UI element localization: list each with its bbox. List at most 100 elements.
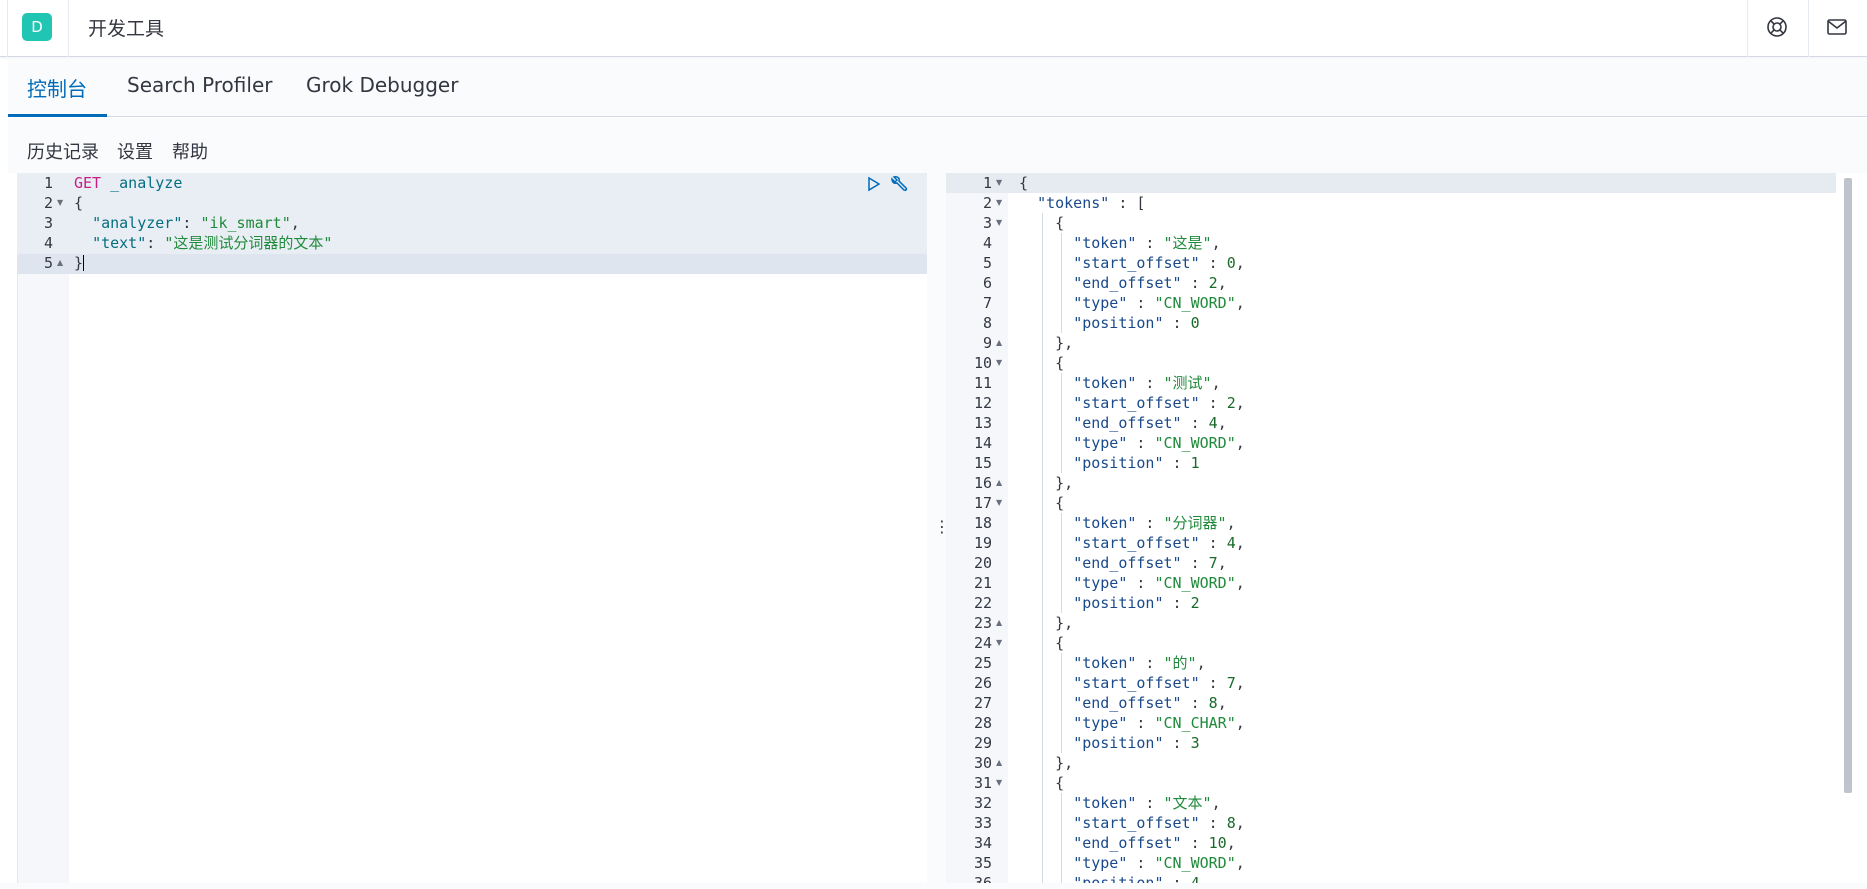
line-number: 1 — [982, 174, 992, 192]
text-cursor — [83, 255, 85, 271]
response-line[interactable]: "start_offset" : 7, — [1019, 673, 1245, 693]
json-punct: , — [1211, 374, 1221, 392]
play-icon[interactable] — [866, 176, 882, 192]
response-line[interactable]: "start_offset" : 0, — [1019, 253, 1245, 273]
response-line[interactable]: "type" : "CN_WORD", — [1019, 293, 1245, 313]
line-number: 28 — [973, 714, 992, 732]
json-punct: , — [1235, 534, 1245, 552]
response-line[interactable]: }, — [1019, 333, 1073, 353]
response-line[interactable]: "end_offset" : 2, — [1019, 273, 1227, 293]
line-number: 8 — [982, 314, 992, 332]
response-line[interactable]: "start_offset" : 2, — [1019, 393, 1245, 413]
fold-toggle-icon[interactable]: ▼ — [996, 498, 1003, 507]
response-line[interactable]: "end_offset" : 10, — [1019, 833, 1236, 853]
json-string: "分词器" — [1163, 514, 1227, 532]
header-divider — [68, 0, 69, 57]
header-divider — [1747, 0, 1748, 57]
line-number: 4 — [43, 234, 53, 252]
line-number: 30 — [973, 754, 992, 772]
active-tab-indicator — [8, 114, 107, 117]
history-link[interactable]: 历史记录 — [27, 142, 99, 163]
help-lifebuoy-icon[interactable] — [1765, 15, 1789, 39]
indent-guide — [1061, 513, 1062, 613]
response-line[interactable]: "position" : 3 — [1019, 733, 1199, 753]
fold-toggle-icon[interactable]: ▼ — [996, 778, 1003, 787]
unfold-toggle-icon[interactable]: ▲ — [996, 758, 1003, 767]
response-line[interactable]: "type" : "CN_WORD", — [1019, 853, 1245, 873]
response-line[interactable]: "position" : 1 — [1019, 453, 1199, 473]
response-line[interactable]: "type" : "CN_WORD", — [1019, 433, 1245, 453]
response-line[interactable]: "token" : "这是", — [1019, 233, 1220, 253]
response-line[interactable]: "token" : "的", — [1019, 653, 1205, 673]
request-line-3[interactable]: "analyzer": "ik_smart", — [92, 214, 300, 232]
response-line[interactable]: "token" : "测试", — [1019, 373, 1221, 393]
fold-toggle-icon[interactable]: ▼ — [996, 198, 1003, 207]
fold-toggle-icon[interactable]: ▼ — [996, 178, 1003, 187]
fold-toggle-icon[interactable]: ▼ — [57, 198, 64, 207]
response-line[interactable]: { — [1019, 773, 1064, 793]
response-line[interactable]: "token" : "分词器", — [1019, 513, 1235, 533]
json-punct: , — [1235, 254, 1245, 272]
request-line-4[interactable]: "text": "这是测试分词器的文本" — [92, 234, 333, 252]
json-punct — [1019, 594, 1073, 612]
line-number: 22 — [973, 594, 992, 612]
bottom-bar — [0, 883, 1867, 889]
tab-search-profiler[interactable]: Search Profiler — [127, 73, 273, 97]
settings-link[interactable]: 设置 — [117, 142, 153, 163]
response-line[interactable]: "end_offset" : 8, — [1019, 693, 1227, 713]
json-punct: : — [1199, 674, 1227, 692]
json-punct: { — [1055, 774, 1065, 792]
response-line[interactable]: "position" : 0 — [1019, 313, 1199, 333]
response-line[interactable]: { — [1019, 633, 1064, 653]
line-number: 21 — [973, 574, 992, 592]
response-viewer[interactable] — [1008, 173, 1843, 883]
json-punct — [1019, 674, 1073, 692]
response-line[interactable]: "position" : 2 — [1019, 593, 1199, 613]
unfold-toggle-icon[interactable]: ▲ — [996, 618, 1003, 627]
fold-toggle-icon[interactable]: ▼ — [996, 358, 1003, 367]
help-link[interactable]: 帮助 — [172, 142, 208, 163]
nav-collapse-strip[interactable] — [0, 0, 8, 57]
response-line[interactable]: { — [1019, 173, 1028, 193]
json-string: "CN_WORD" — [1154, 854, 1236, 872]
json-string: "的" — [1163, 654, 1197, 672]
request-editor[interactable] — [69, 173, 927, 883]
request-gutter — [17, 173, 69, 883]
unfold-toggle-icon[interactable]: ▲ — [57, 258, 64, 267]
response-line[interactable]: { — [1019, 213, 1064, 233]
unfold-toggle-icon[interactable]: ▲ — [996, 338, 1003, 347]
response-line[interactable]: }, — [1019, 753, 1073, 773]
response-line[interactable]: "tokens" : [ — [1019, 193, 1145, 213]
unfold-toggle-icon[interactable]: ▲ — [996, 478, 1003, 487]
response-scrollbar-thumb[interactable] — [1844, 178, 1852, 793]
request-line-2[interactable]: { — [74, 193, 83, 213]
space-avatar[interactable]: D — [22, 13, 52, 41]
response-line[interactable]: { — [1019, 493, 1064, 513]
response-line[interactable]: "start_offset" : 8, — [1019, 813, 1245, 833]
json-punct — [1019, 814, 1073, 832]
response-line[interactable]: "end_offset" : 7, — [1019, 553, 1227, 573]
response-line[interactable]: "type" : "CN_CHAR", — [1019, 713, 1245, 733]
response-line[interactable]: }, — [1019, 473, 1073, 493]
request-line-1[interactable]: GET _analyze — [74, 173, 182, 193]
mail-icon[interactable] — [1825, 15, 1849, 39]
response-line[interactable]: "type" : "CN_WORD", — [1019, 573, 1245, 593]
console-toolbar: 历史记录 设置 帮助 — [8, 118, 1867, 173]
fold-toggle-icon[interactable]: ▼ — [996, 638, 1003, 647]
fold-toggle-icon[interactable]: ▼ — [996, 218, 1003, 227]
json-punct: : — [1199, 394, 1227, 412]
response-line[interactable]: { — [1019, 353, 1064, 373]
wrench-icon[interactable] — [889, 175, 909, 195]
request-line-5[interactable]: } — [74, 253, 85, 273]
response-line[interactable]: }, — [1019, 613, 1073, 633]
json-punct: : — [1136, 514, 1164, 532]
json-punct: }, — [1019, 474, 1074, 492]
response-line[interactable]: "end_offset" : 4, — [1019, 413, 1227, 433]
tab-grok-debugger[interactable]: Grok Debugger — [306, 73, 459, 97]
tab-console[interactable]: 控制台 — [27, 77, 87, 101]
pane-divider[interactable] — [927, 173, 946, 883]
response-line[interactable]: "token" : "文本", — [1019, 793, 1220, 813]
line-number: 6 — [982, 274, 992, 292]
json-punct: { — [1055, 214, 1065, 232]
response-line[interactable]: "start_offset" : 4, — [1019, 533, 1245, 553]
